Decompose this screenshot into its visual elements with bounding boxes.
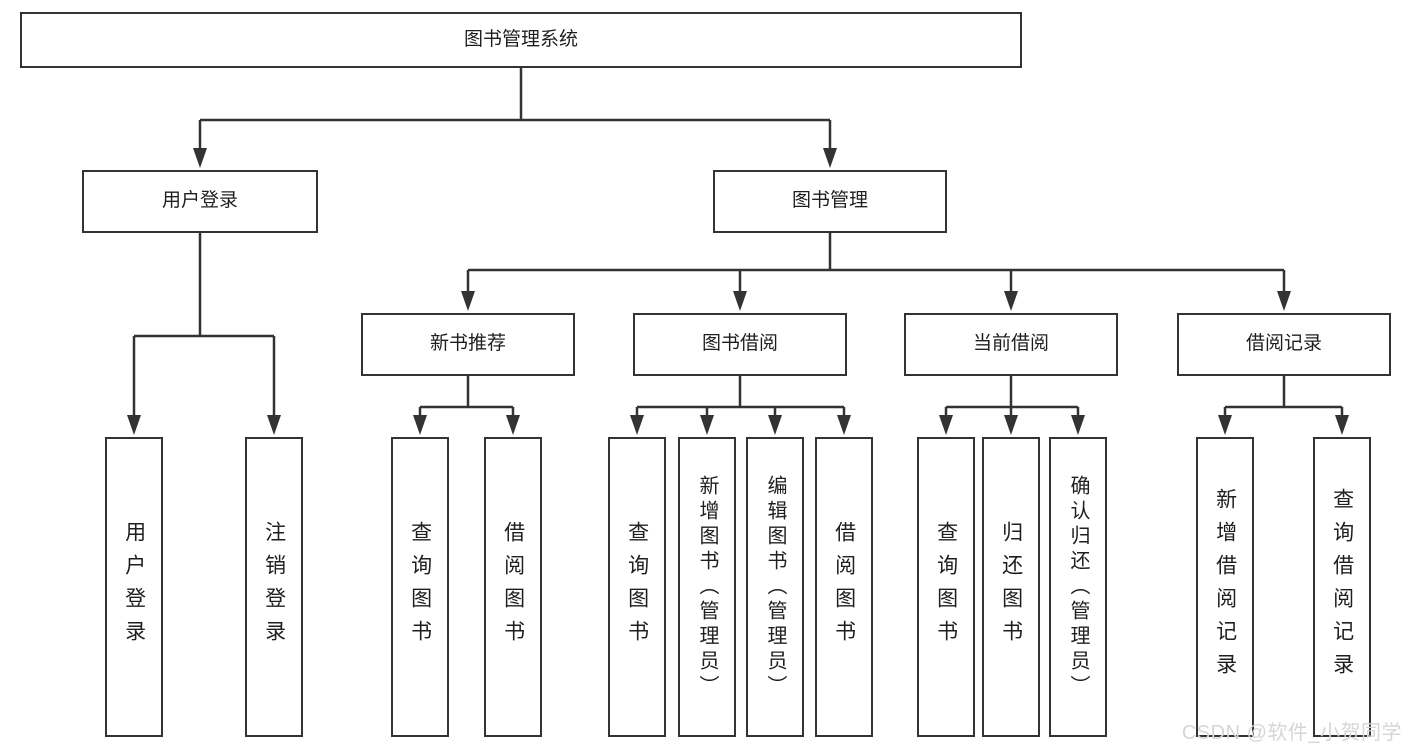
- watermark: CSDN @软件_小贺同学: [1181, 722, 1402, 744]
- node-label: 归还图书: [999, 521, 1023, 653]
- node-label: 新增借阅记录: [1213, 488, 1237, 686]
- node-label: 查询图书: [625, 521, 649, 653]
- node-label: 确认归还（管理员）: [1067, 474, 1089, 700]
- arrow-down-icon: [939, 415, 953, 435]
- node-label: 新书推荐: [429, 333, 506, 355]
- arrow-down-icon: [733, 291, 747, 311]
- arrow-down-icon: [1071, 415, 1085, 435]
- connector-line: [944, 376, 1080, 416]
- connector-line: [198, 68, 832, 149]
- node-label: 新增图书（管理员）: [696, 474, 718, 700]
- node-borrow-records: 借阅记录: [1177, 313, 1391, 376]
- arrow-down-icon: [1277, 291, 1291, 311]
- connector-borrowing-children: [630, 376, 851, 435]
- node-library-system: 图书管理系统: [20, 12, 1022, 68]
- connector-login-children: [127, 233, 281, 435]
- connector-line: [466, 233, 1286, 292]
- node-label: 用户登录: [161, 190, 238, 212]
- node-current-borrowing: 当前借阅: [904, 313, 1118, 376]
- node-label: 查询图书: [408, 521, 432, 653]
- arrow-down-icon: [1335, 415, 1349, 435]
- node-label: 图书管理系统: [463, 28, 578, 50]
- node-query-books-cb: 查询图书: [917, 437, 975, 737]
- connector-bookmgmt-children: [461, 233, 1291, 311]
- node-label: 注销登录: [262, 521, 286, 653]
- arrow-down-icon: [823, 148, 837, 168]
- node-query-books-nb: 查询图书: [391, 437, 449, 737]
- arrow-down-icon: [768, 415, 782, 435]
- arrow-down-icon: [1218, 415, 1232, 435]
- node-label: 用户登录: [122, 521, 146, 653]
- connector-root-children: [193, 68, 837, 168]
- arrow-down-icon: [630, 415, 644, 435]
- node-add-borrow-record: 新增借阅记录: [1196, 437, 1254, 737]
- arrow-down-icon: [700, 415, 714, 435]
- node-user-login: 用户登录: [105, 437, 163, 737]
- node-label: 编辑图书（管理员）: [764, 474, 786, 700]
- node-borrow-books-bw: 借阅图书: [815, 437, 873, 737]
- arrow-down-icon: [193, 148, 207, 168]
- arrow-down-icon: [267, 415, 281, 435]
- node-logout: 注销登录: [245, 437, 303, 737]
- node-query-borrow-record: 查询借阅记录: [1313, 437, 1371, 737]
- connector-records-children: [1218, 376, 1349, 435]
- arrow-down-icon: [1004, 415, 1018, 435]
- arrow-down-icon: [837, 415, 851, 435]
- node-query-books-bw: 查询图书: [608, 437, 666, 737]
- node-label: 当前借阅: [972, 333, 1049, 355]
- node-borrow-books-nb: 借阅图书: [484, 437, 542, 737]
- node-label: 图书借阅: [701, 333, 778, 355]
- arrow-down-icon: [506, 415, 520, 435]
- connector-line: [132, 233, 276, 416]
- node-edit-books-admin: 编辑图书（管理员）: [746, 437, 804, 737]
- node-book-management: 图书管理: [713, 170, 947, 233]
- node-book-borrowing: 图书借阅: [633, 313, 847, 376]
- connector-newbooks-children: [413, 376, 520, 435]
- node-return-books: 归还图书: [982, 437, 1040, 737]
- node-add-books-admin: 新增图书（管理员）: [678, 437, 736, 737]
- node-label: 借阅图书: [832, 521, 856, 653]
- arrow-down-icon: [461, 291, 475, 311]
- node-confirm-return-admin: 确认归还（管理员）: [1049, 437, 1107, 737]
- node-new-book-recommend: 新书推荐: [361, 313, 575, 376]
- connector-line: [1223, 376, 1344, 416]
- node-user-login-module: 用户登录: [82, 170, 318, 233]
- node-label: 查询借阅记录: [1330, 488, 1354, 686]
- connector-line: [418, 376, 515, 416]
- arrow-down-icon: [127, 415, 141, 435]
- connector-line: [635, 376, 846, 416]
- connector-current-children: [939, 376, 1085, 435]
- node-label: 图书管理: [791, 190, 868, 212]
- node-label: 借阅图书: [501, 521, 525, 653]
- arrow-down-icon: [1004, 291, 1018, 311]
- node-label: 查询图书: [934, 521, 958, 653]
- arrow-down-icon: [413, 415, 427, 435]
- node-label: 借阅记录: [1245, 333, 1322, 355]
